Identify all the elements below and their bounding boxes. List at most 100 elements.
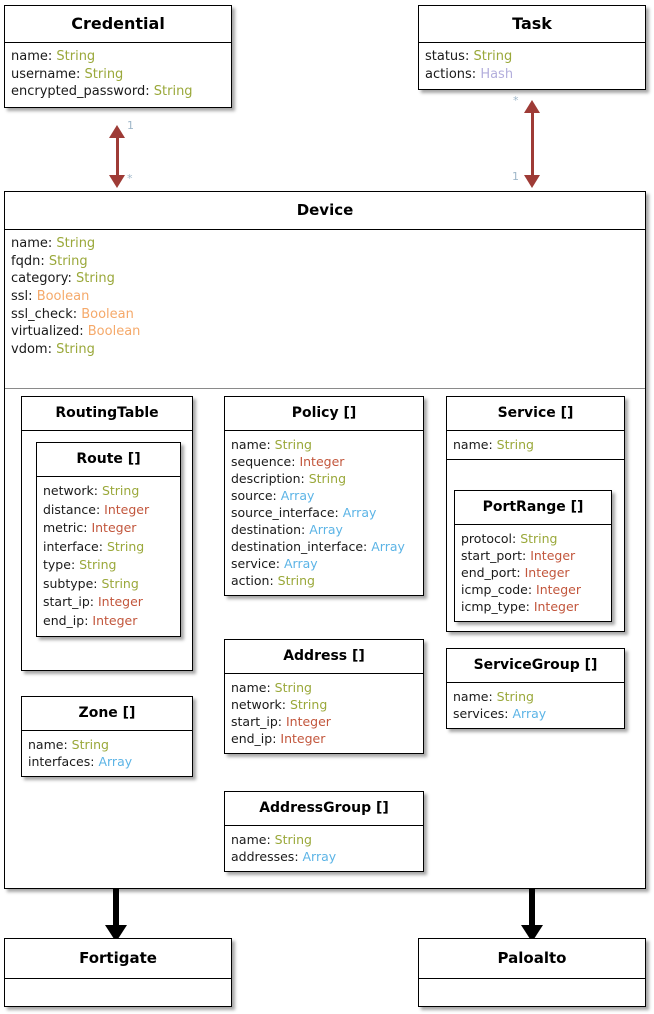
connector-line <box>530 112 534 175</box>
attribute-field: start_port <box>461 548 522 563</box>
attribute-field: source_interface <box>231 505 335 520</box>
attribute-list-fortigate <box>5 979 231 1006</box>
attribute-field: source <box>231 488 273 503</box>
class-box-credential[interactable]: Credential name: String username: String… <box>4 5 232 109</box>
attribute-type: String <box>496 689 534 704</box>
class-box-route[interactable]: Route [] network: String distance: Integ… <box>36 442 181 637</box>
attribute-list-service: name: String <box>447 431 624 459</box>
class-box-servicegroup[interactable]: ServiceGroup [] name: String services: A… <box>446 648 625 729</box>
class-box-addressgroup[interactable]: AddressGroup [] name: String addresses: … <box>224 791 424 872</box>
attribute-type: String <box>101 483 140 498</box>
class-title-route: Route [] <box>76 451 141 467</box>
attribute-row: end_ip: Integer <box>43 612 138 628</box>
attribute-field: name <box>231 832 267 847</box>
divider <box>447 682 624 683</box>
attribute-list-addressgroup: name: String addresses: Array <box>225 826 423 871</box>
divider <box>419 978 645 979</box>
attribute-row: source_interface: Array <box>231 505 377 520</box>
attribute-row: subtype: String <box>43 575 139 591</box>
attribute-type: Boolean <box>36 289 90 305</box>
attribute-type: String <box>289 697 328 712</box>
connector-line <box>529 889 535 929</box>
class-title-servicegroup: ServiceGroup [] <box>473 657 598 673</box>
attribute-type: String <box>56 342 95 358</box>
attribute-list-task: status: String actions: Hash <box>419 43 645 89</box>
attribute-type: Integer <box>92 612 138 628</box>
attribute-list-portrange: protocol: String start_port: Integer end… <box>455 525 611 621</box>
attribute-field: destination <box>231 522 302 537</box>
attribute-type: Array <box>342 505 377 520</box>
arrow-head-down-icon <box>521 925 543 942</box>
attribute-row: icmp_code: Integer <box>461 582 582 597</box>
arrow-head-down-icon <box>524 175 540 188</box>
divider <box>455 524 611 525</box>
multiplicity-label-bottom: 1 <box>512 170 519 183</box>
attribute-field: distance <box>43 501 96 517</box>
class-box-task[interactable]: Task status: String actions: Hash <box>418 5 646 91</box>
divider <box>22 430 192 431</box>
attribute-field: type <box>43 557 71 572</box>
class-box-zone[interactable]: Zone [] name: String interfaces: Array <box>21 696 193 777</box>
attribute-row: sequence: Integer <box>231 454 345 469</box>
class-box-fortigate[interactable]: Fortigate <box>4 938 232 1007</box>
attribute-field: icmp_type <box>461 599 526 614</box>
attribute-list-servicegroup: name: String services: Array <box>447 683 624 728</box>
attribute-row: network: String <box>43 483 140 498</box>
class-box-routingtable[interactable]: RoutingTable Route [] network: String di… <box>21 396 193 671</box>
attribute-field: addresses <box>231 849 295 864</box>
attribute-field: protocol <box>461 531 512 546</box>
attribute-type: String <box>520 531 558 546</box>
arrow-head-down-icon <box>109 175 125 188</box>
divider <box>5 978 231 979</box>
attribute-type: Array <box>302 849 337 864</box>
attribute-row: icmp_type: Integer <box>461 599 579 614</box>
attribute-type: String <box>48 253 88 269</box>
class-box-device[interactable]: Device name: String fqdn: String categor… <box>4 191 646 889</box>
class-box-address[interactable]: Address [] name: String network: String … <box>224 639 424 754</box>
attribute-type: String <box>274 680 312 695</box>
class-title-zone: Zone [] <box>78 705 136 721</box>
attribute-field: username <box>11 66 76 82</box>
attribute-field: icmp_code <box>461 582 528 597</box>
divider <box>447 430 624 431</box>
attribute-row: name: String <box>231 832 312 847</box>
attribute-type: Boolean <box>87 324 141 340</box>
attribute-field: encrypted_password <box>11 84 146 100</box>
multiplicity-label-top: * <box>513 94 519 107</box>
attribute-row: vdom: String <box>11 342 95 358</box>
attribute-row: interface: String <box>43 538 145 554</box>
attribute-type: String <box>153 84 193 100</box>
multiplicity-label-top: 1 <box>127 119 134 132</box>
attribute-row: destination: Array <box>231 522 343 537</box>
class-box-portrange[interactable]: PortRange [] protocol: String start_port… <box>454 490 612 622</box>
attribute-list-route: network: String distance: Integer metric… <box>37 477 180 636</box>
attribute-row: destination_interface: Array <box>231 539 405 554</box>
attribute-type: Array <box>98 754 133 769</box>
attribute-row: name: String <box>11 236 96 251</box>
attribute-row: name: String <box>231 437 312 452</box>
multiplicity-label-bottom: * <box>127 172 133 185</box>
attribute-field: action <box>231 573 270 588</box>
attribute-type: String <box>101 575 139 591</box>
attribute-row: metric: Integer <box>43 520 137 535</box>
attribute-type: Integer <box>280 731 326 746</box>
attribute-row: category: String <box>11 271 115 287</box>
attribute-field: actions <box>425 66 472 82</box>
class-title-device: Device <box>296 201 354 219</box>
attribute-row: actions: Hash <box>425 66 514 82</box>
attribute-type: String <box>56 236 96 251</box>
attribute-row: name: String <box>453 437 534 452</box>
attribute-field: name <box>231 680 267 695</box>
attribute-field: name <box>453 689 489 704</box>
class-box-service[interactable]: Service [] name: String PortRange [] pro… <box>446 396 625 632</box>
class-box-policy[interactable]: Policy [] name: String sequence: Integer… <box>224 396 424 596</box>
class-box-paloalto[interactable]: Paloalto <box>418 938 646 1007</box>
attribute-row: start_ip: Integer <box>231 714 331 729</box>
class-title-address: Address [] <box>283 648 365 664</box>
attribute-field: destination_interface <box>231 539 364 554</box>
attribute-type: Integer <box>104 501 150 517</box>
class-title-service: Service [] <box>497 405 574 421</box>
attribute-type: Array <box>309 522 343 537</box>
attribute-type: String <box>79 557 117 572</box>
attribute-row: service: Array <box>231 556 318 571</box>
